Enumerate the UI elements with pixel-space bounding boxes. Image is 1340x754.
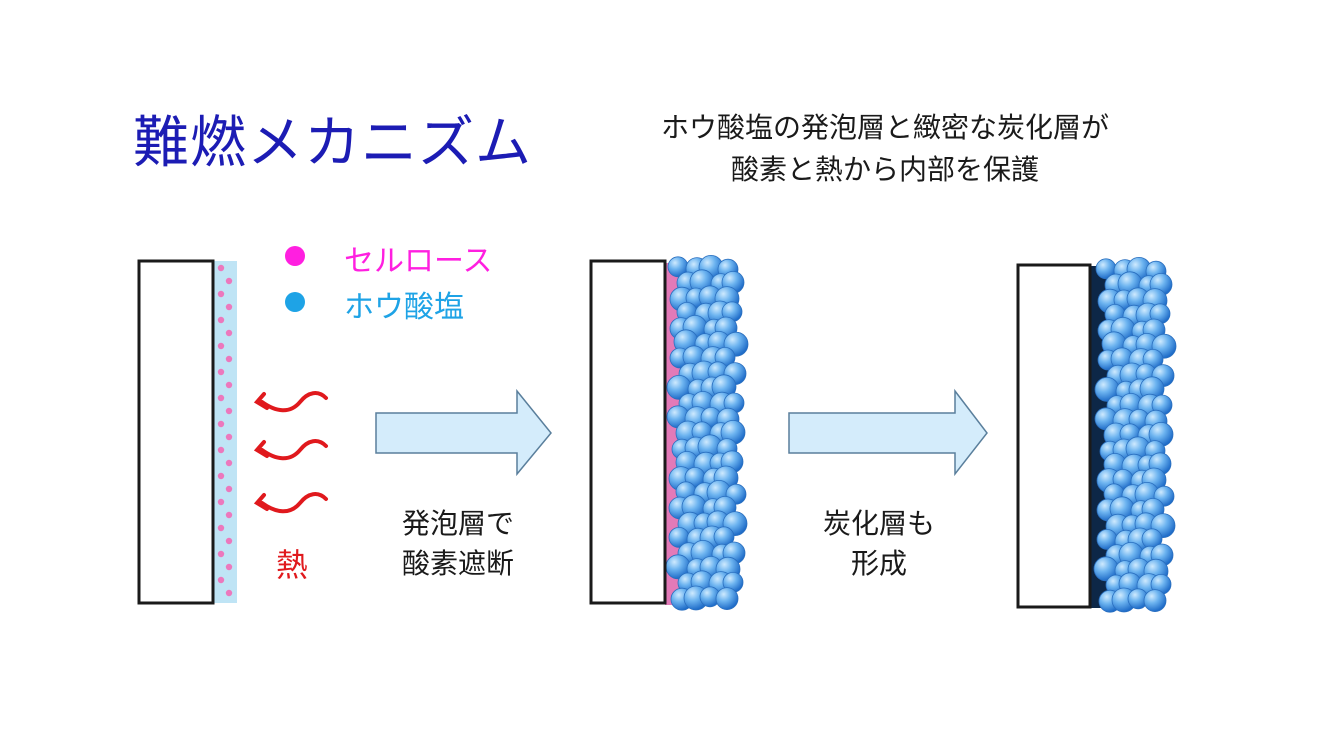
- borate-legend-label: ホウ酸塩: [344, 290, 464, 325]
- heat-arrows: [253, 391, 328, 514]
- cellulose-dot: [217, 342, 225, 350]
- panel-char: [1016, 256, 1177, 613]
- subtitle-line-1: ホウ酸塩の発泡層と緻密な炭化層が: [660, 111, 1109, 144]
- heat-arrow-1: [253, 391, 328, 413]
- substrate-board: [137, 259, 215, 605]
- subtitle-line-2: 酸素と熱から内部を保護: [730, 153, 1039, 186]
- cellulose-dot: [225, 459, 233, 467]
- cellulose-dot: [217, 420, 225, 428]
- cellulose-dot: [225, 329, 233, 337]
- foam-bubble: [1143, 589, 1167, 612]
- cellulose-dot: [217, 576, 225, 584]
- foam-bubble: [715, 587, 739, 610]
- cellulose-dot: [225, 355, 233, 363]
- cellulose-dot: [217, 394, 225, 402]
- foam-bubbles: [665, 254, 749, 611]
- cellulose-dot: [217, 498, 225, 506]
- step1-caption-line-2: 酸素遮断: [401, 547, 514, 580]
- cellulose-dot: [225, 433, 233, 441]
- cellulose-particles: [217, 264, 233, 597]
- cellulose-dot: [225, 563, 233, 571]
- cellulose-dot: [217, 524, 225, 532]
- cellulose-legend-label: セルロース: [344, 244, 493, 279]
- process-arrow-1: [375, 388, 552, 477]
- char-foam-bubbles: [1093, 256, 1177, 613]
- cellulose-dot: [225, 511, 233, 519]
- coating-layer: [213, 261, 237, 603]
- substrate-board: [1016, 263, 1092, 609]
- step2-caption-line-1: 炭化層も: [822, 507, 935, 540]
- cellulose-dot: [217, 264, 225, 272]
- cellulose-dot: [225, 407, 233, 415]
- cellulose-dot: [217, 472, 225, 480]
- cellulose-dot: [217, 290, 225, 298]
- cellulose-dot: [217, 316, 225, 324]
- cellulose-dot: [217, 550, 225, 558]
- heat-label: 熱: [276, 546, 309, 584]
- cellulose-dot: [217, 446, 225, 454]
- heat-arrow-2: [253, 439, 328, 461]
- cellulose-dot: [225, 303, 233, 311]
- borate-legend-dot: [285, 292, 305, 312]
- panel-initial: [137, 259, 237, 605]
- cellulose-dot: [225, 537, 233, 545]
- cellulose-dot: [225, 381, 233, 389]
- process-arrow-2: [788, 388, 988, 477]
- heat-arrow-3: [253, 492, 328, 514]
- step1-caption-line-1: 発泡層で: [401, 507, 514, 540]
- substrate-board: [589, 259, 667, 605]
- panel-foam: [589, 254, 749, 611]
- cellulose-dot: [225, 589, 233, 597]
- cellulose-dot: [225, 277, 233, 285]
- title: 難燃メカニズム: [133, 111, 532, 176]
- step2-caption-line-2: 形成: [850, 547, 907, 580]
- cellulose-dot: [225, 485, 233, 493]
- cellulose-legend-dot: [285, 246, 305, 266]
- cellulose-dot: [217, 368, 225, 376]
